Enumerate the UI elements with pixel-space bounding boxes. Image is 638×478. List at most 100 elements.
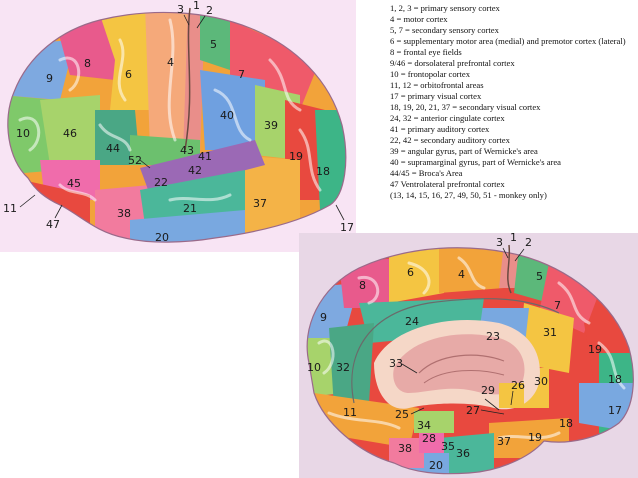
- label-medial-19b: 19: [528, 431, 542, 444]
- leader-medial-2: [514, 248, 525, 262]
- label-lateral-6: 6: [125, 68, 132, 81]
- label-medial-27: 27: [466, 404, 480, 417]
- label-medial-7: 7: [554, 299, 561, 312]
- area-37-region: [235, 155, 300, 235]
- label-lateral-19: 19: [289, 150, 303, 163]
- legend-line: 1, 2, 3 = primary sensory cortex: [390, 3, 500, 13]
- area-36-region: [439, 433, 494, 474]
- label-lateral-2: 2: [206, 4, 213, 17]
- label-lateral-37: 37: [253, 197, 267, 210]
- label-lateral-46: 46: [63, 127, 77, 140]
- label-medial-25: 25: [395, 408, 409, 421]
- legend-line: 47 Ventrolateral prefrontal cortex: [390, 179, 505, 189]
- label-lateral-9: 9: [46, 72, 53, 85]
- lateral-brain-svg: 3 1 2 5 4 6 8 9 10 46 44 52 45 11 47 38 …: [3, 0, 354, 244]
- lateral-cortex-regions: [7, 12, 346, 243]
- label-lateral-18: 18: [316, 165, 330, 178]
- area-26-29-region: [499, 383, 524, 408]
- leader-27: [480, 409, 505, 415]
- label-lateral-20: 20: [155, 231, 169, 244]
- leader-2: [196, 15, 206, 29]
- legend-line: (13, 14, 15, 16, 27, 49, 50, 51 - monkey…: [390, 190, 547, 200]
- label-lateral-43: 43: [180, 144, 194, 157]
- central-sulcus: [184, 7, 191, 151]
- area-6-medial-region: [389, 247, 444, 303]
- label-medial-2: 2: [525, 236, 532, 249]
- label-medial-29: 29: [481, 384, 495, 397]
- legend: 1, 2, 3 = primary sensory cortex 4 = mot…: [390, 3, 636, 201]
- label-medial-6: 6: [407, 266, 414, 279]
- legend-line: 17 = primary visual cortex: [390, 91, 482, 101]
- legend-line: 10 = frontopolar cortex: [390, 69, 471, 79]
- label-lateral-38: 38: [117, 207, 131, 220]
- label-medial-26: 26: [511, 379, 525, 392]
- leader-29: [484, 398, 500, 411]
- label-lateral-1: 1: [193, 0, 200, 12]
- label-medial-30: 30: [534, 375, 548, 388]
- label-lateral-44: 44: [106, 142, 120, 155]
- label-medial-20: 20: [429, 459, 443, 472]
- area-34-region: [414, 411, 454, 433]
- label-lateral-42: 42: [188, 164, 202, 177]
- area-8-region: [55, 15, 120, 80]
- leader-25: [410, 407, 425, 415]
- area-4-medial-region: [439, 247, 509, 293]
- label-medial-3: 3: [496, 236, 503, 249]
- cingulate-sulcus: [351, 298, 560, 404]
- label-medial-28: 28: [422, 432, 436, 445]
- label-medial-35: 35: [441, 440, 455, 453]
- leader-3: [183, 14, 190, 26]
- label-medial-18b: 18: [559, 417, 573, 430]
- area-38-medial-region: [389, 438, 424, 468]
- label-medial-24: 24: [405, 315, 419, 328]
- label-lateral-47: 47: [46, 218, 60, 231]
- area-32-region: [329, 323, 374, 408]
- label-lateral-22: 22: [154, 176, 168, 189]
- label-lateral-4: 4: [167, 56, 174, 69]
- label-medial-11: 11: [343, 406, 357, 419]
- label-lateral-39: 39: [264, 119, 278, 132]
- legend-line: 5, 7 = secondary sensory cortex: [390, 25, 499, 35]
- label-lateral-41: 41: [198, 150, 212, 163]
- label-medial-1: 1: [510, 231, 517, 244]
- lateral-brain-outline: [7, 11, 347, 243]
- label-medial-36: 36: [456, 447, 470, 460]
- medial-brain-diagram: 3 1 2 5 4 6 8 9 10 32 24 33 23 31 7 19 1…: [299, 231, 638, 478]
- legend-line: 18, 19, 20, 21, 37 = secondary visual co…: [390, 102, 541, 112]
- legend-line: 39 = angular gyrus, part of Wernicke's a…: [390, 146, 538, 156]
- leader-33: [401, 363, 418, 374]
- label-lateral-7: 7: [238, 68, 245, 81]
- legend-line: 22, 42 = secondary auditory cortex: [390, 135, 510, 145]
- medial-brain-svg: 3 1 2 5 4 6 8 9 10 32 24 33 23 31 7 19 1…: [306, 231, 634, 475]
- label-lateral-17: 17: [340, 221, 354, 234]
- area-4-region: [145, 12, 190, 150]
- label-medial-8: 8: [359, 279, 366, 292]
- area-46-region: [40, 95, 100, 165]
- legend-line: 44/45 = Broca's Area: [390, 168, 463, 178]
- legend-line: 8 = frontal eye fields: [390, 47, 462, 57]
- legend-line: 11, 12 = orbitofrontal areas: [390, 80, 484, 90]
- area-43-region: [130, 135, 200, 165]
- label-lateral-21: 21: [183, 202, 197, 215]
- label-lateral-45: 45: [67, 177, 81, 190]
- medial-brain-outline: [306, 247, 634, 475]
- label-medial-34: 34: [417, 419, 431, 432]
- legend-line: 41 = primary auditory cortex: [390, 124, 490, 134]
- legend-line: 24, 32 = anterior cingulate cortex: [390, 113, 505, 123]
- label-lateral-40: 40: [220, 109, 234, 122]
- label-medial-10: 10: [307, 361, 321, 374]
- label-medial-17: 17: [608, 404, 622, 417]
- label-lateral-8: 8: [84, 57, 91, 70]
- label-medial-31: 31: [543, 326, 557, 339]
- label-medial-23: 23: [486, 330, 500, 343]
- leader-17: [335, 204, 345, 221]
- area-28-35-region: [419, 428, 444, 453]
- leader-medial-3: [502, 247, 509, 259]
- label-medial-4: 4: [458, 268, 465, 281]
- label-medial-38: 38: [398, 442, 412, 455]
- label-lateral-11: 11: [3, 202, 17, 215]
- label-medial-37: 37: [497, 435, 511, 448]
- label-lateral-3: 3: [177, 3, 184, 16]
- lateral-brain-diagram: 3 1 2 5 4 6 8 9 10 46 44 52 45 11 47 38 …: [0, 0, 356, 252]
- area-22-41-42-region: [140, 140, 265, 195]
